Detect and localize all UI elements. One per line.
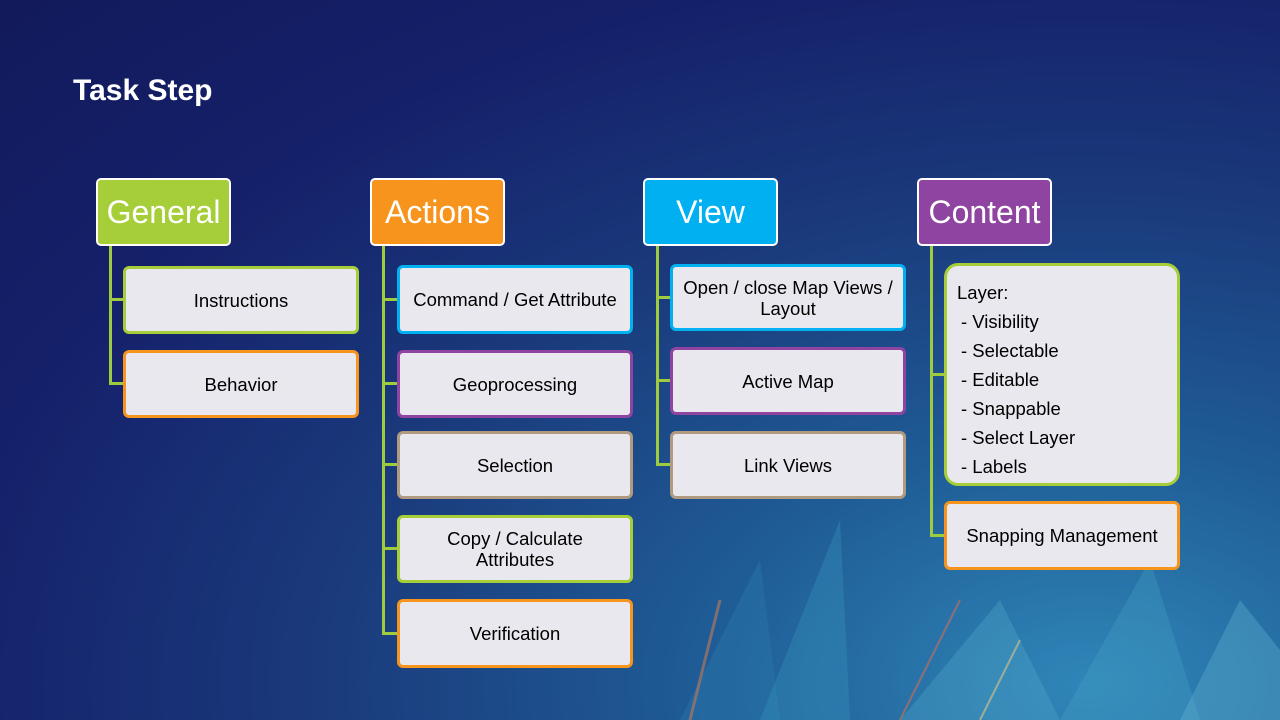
layer-item: - Select Layer <box>961 427 1076 448</box>
layer-item: - Snappable <box>961 398 1061 419</box>
node-copy-calculate-attributes: Copy / Calculate Attributes <box>397 515 633 583</box>
connector <box>656 379 670 382</box>
connector <box>382 246 385 634</box>
connector <box>382 463 397 466</box>
connector <box>382 298 397 301</box>
header-actions: Actions <box>370 178 505 246</box>
node-active-map: Active Map <box>670 347 906 415</box>
connector <box>656 246 659 465</box>
layer-label: Layer: <box>957 282 1009 303</box>
header-general: General <box>96 178 231 246</box>
connector <box>930 534 944 537</box>
node-behavior: Behavior <box>123 350 359 418</box>
page-title: Task Step <box>73 74 213 107</box>
header-view: View <box>643 178 778 246</box>
node-snapping-management: Snapping Management <box>944 501 1180 570</box>
layer-item: - Labels <box>961 456 1027 477</box>
layer-item: - Selectable <box>961 340 1059 361</box>
node-command-get-attribute: Command / Get Attribute <box>397 265 633 334</box>
node-instructions: Instructions <box>123 266 359 334</box>
node-verification: Verification <box>397 599 633 668</box>
connector <box>382 382 397 385</box>
node-selection: Selection <box>397 431 633 499</box>
connector <box>382 632 397 635</box>
node-geoprocessing: Geoprocessing <box>397 350 633 418</box>
node-open-close-map-views: Open / close Map Views / Layout <box>670 264 906 331</box>
layer-item: - Editable <box>961 369 1040 390</box>
connector <box>930 246 933 536</box>
connector <box>656 463 670 466</box>
connector <box>930 373 944 376</box>
node-link-views: Link Views <box>670 431 906 499</box>
header-content: Content <box>917 178 1052 246</box>
connector <box>656 296 670 299</box>
connector <box>109 298 123 301</box>
connector <box>382 547 397 550</box>
connector <box>109 246 112 384</box>
connector <box>109 382 123 385</box>
node-layer: Layer: - Visibility - Selectable - Edita… <box>944 263 1180 486</box>
layer-item: - Visibility <box>961 311 1039 332</box>
